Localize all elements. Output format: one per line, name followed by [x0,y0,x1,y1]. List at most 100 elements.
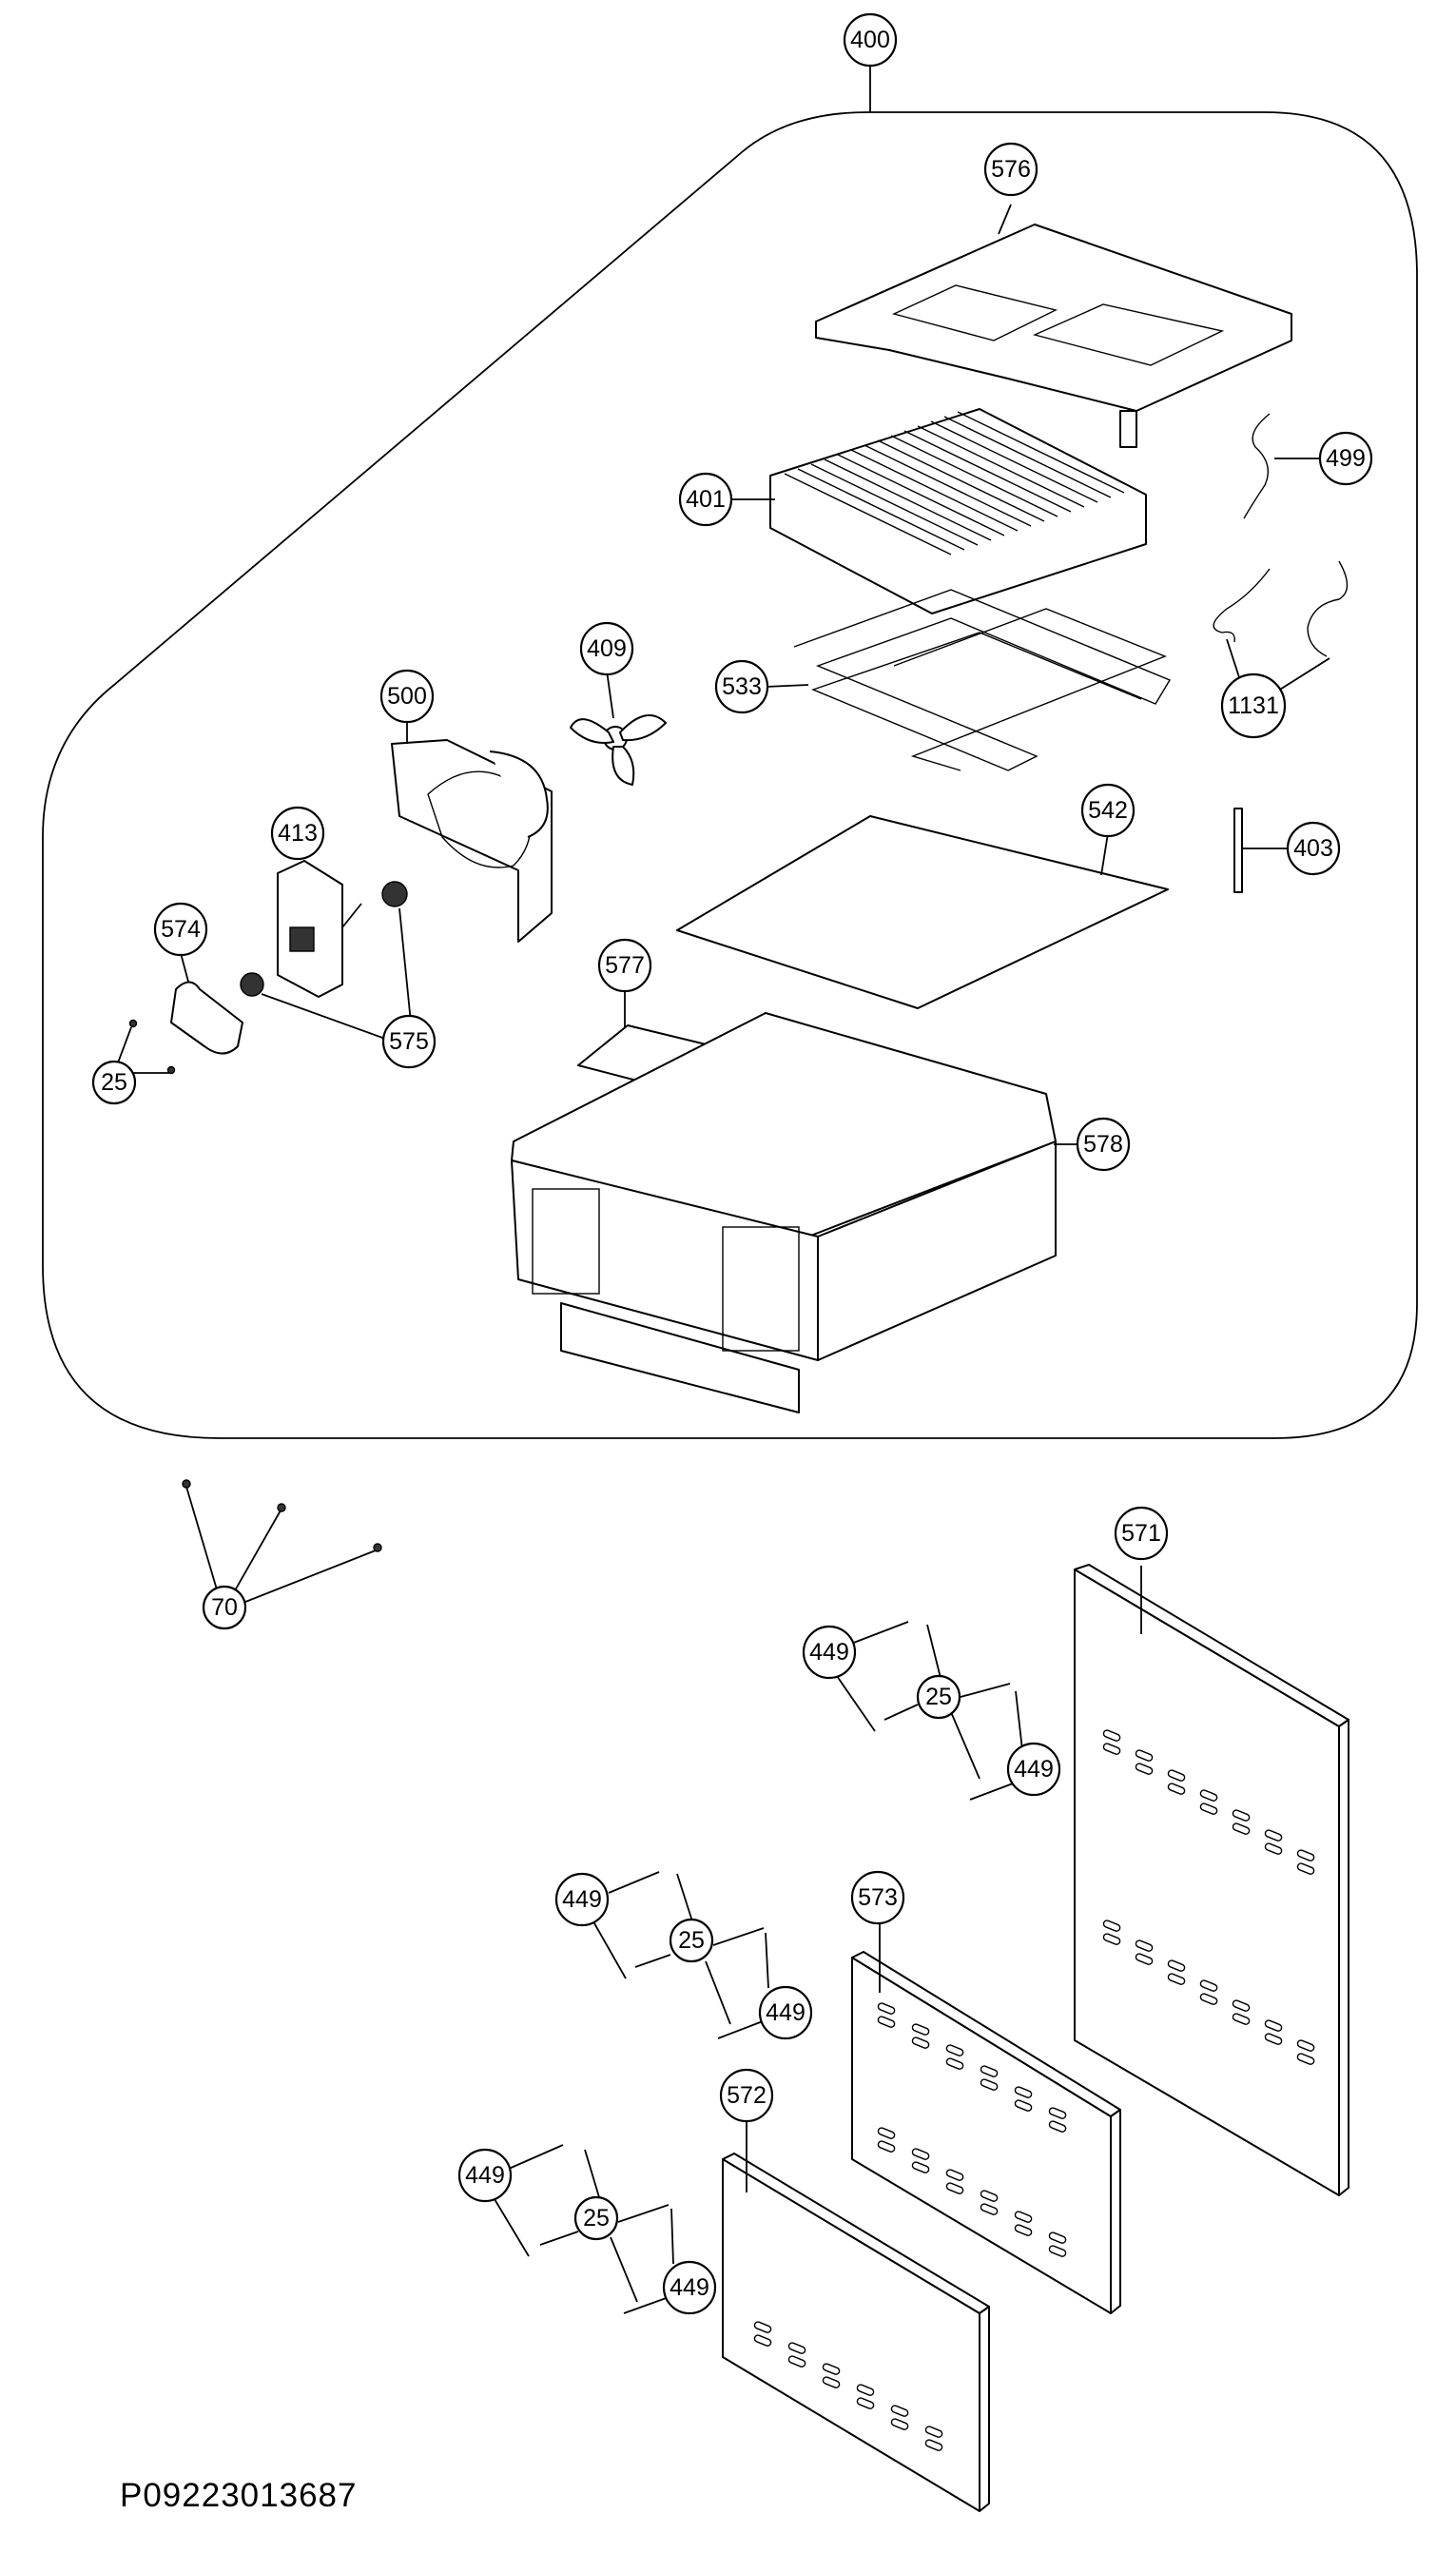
callout-449b: 449 [1006,1742,1061,1797]
svg-text:25: 25 [583,2205,610,2231]
panel-slot [877,2002,896,2015]
callout-449a: 449 [802,1625,857,1680]
svg-text:449: 449 [1014,1756,1054,1783]
svg-text:572: 572 [727,2082,767,2109]
panel-571 [1074,1564,1349,2196]
callout-70: 70 [202,1585,247,1630]
evaporator-tube [810,463,979,546]
evaporator-tube [837,454,1005,536]
panel-slot [1264,1829,1283,1842]
panel-slot [753,2334,772,2347]
panel-slot [1135,1749,1154,1762]
panel-slot [787,2342,806,2354]
svg-text:571: 571 [1121,1520,1161,1547]
panel-slot [1167,1783,1186,1795]
callout-25c: 25 [669,1918,714,1963]
panel-slot [1048,2245,1067,2257]
svg-text:449: 449 [766,1999,806,2026]
callout-449f: 449 [662,2260,717,2315]
svg-text:575: 575 [389,1028,429,1055]
panel-slot [1296,2053,1315,2065]
callout-401: 401 [678,472,733,527]
panel-slot [1102,1729,1121,1742]
panel-slot [1199,1803,1218,1815]
screw-set-1 [836,1621,1023,1801]
callout-573: 573 [850,1870,905,1925]
panel-slot [877,2127,896,2139]
panel-slot [877,2140,896,2153]
assembly-outline [42,111,1418,1439]
panel-slot [980,2190,999,2202]
panel-slot [1102,1933,1121,1945]
svg-text:542: 542 [1088,797,1128,824]
callout-542: 542 [1080,783,1136,838]
callout-400: 400 [843,12,898,68]
evaporator-tube [877,439,1045,522]
evaporator-tube [824,458,992,541]
wire-499 [1243,413,1320,519]
evaporator-tube [797,468,965,551]
panel-slot [945,2182,964,2194]
panel-slot [1232,2013,1251,2025]
svg-text:449: 449 [562,1886,602,1913]
panel-slot [1199,1979,1218,1992]
panel-slots [753,1729,1315,2451]
panel-slot [1264,2019,1283,2032]
panel-slot [822,2363,841,2375]
panel-572 [722,2121,990,2512]
svg-text:70: 70 [211,1594,238,1621]
fan-blade-409 [570,670,667,786]
screw-set-3 [494,2144,674,2314]
svg-text:533: 533 [722,673,762,700]
evaporator-tube [930,420,1098,503]
callout-413: 413 [270,806,325,861]
evaporator-tube [943,416,1112,498]
evaporator-tube [917,425,1085,508]
svg-text:409: 409 [587,635,627,662]
drawer-578 [511,1012,1079,1413]
svg-text:1131: 1131 [1228,692,1279,719]
svg-text:413: 413 [278,820,318,847]
svg-text:449: 449 [809,1639,849,1666]
panel-slot [890,2418,909,2430]
panel-slot [1102,1743,1121,1755]
evaporator-tube [957,411,1125,494]
motor-413 [277,837,362,998]
panel-slot [1167,1959,1186,1972]
callout-25d: 25 [573,2195,619,2241]
panel-slot [1102,1920,1121,1932]
svg-text:449: 449 [465,2162,505,2189]
panel-slot [924,2426,943,2438]
panel-slot [1264,2033,1283,2045]
panel-slot [877,2016,896,2028]
evaporator-401 [732,408,1147,614]
screw-set-2 [593,1871,769,2039]
panel-slot [911,2037,930,2049]
panel-slot [1048,2120,1067,2133]
callout-533: 533 [714,659,769,714]
callout-409: 409 [579,621,634,676]
callout-577: 577 [597,938,652,993]
svg-text:403: 403 [1293,835,1333,862]
panel-slot [1296,1849,1315,1861]
svg-text:25: 25 [678,1927,705,1954]
panel-slot [911,2023,930,2036]
panel-slot [945,2044,964,2056]
panel-slot [1167,1973,1186,1985]
panel-slot [1199,1993,1218,2005]
gears-575 [240,881,412,1040]
panel-slot [856,2384,875,2396]
svg-text:401: 401 [686,486,726,513]
panel-slot [787,2355,806,2368]
evaporator-tube [864,444,1032,527]
svg-text:573: 573 [858,1884,898,1911]
panel-slot [1135,1953,1154,1965]
callout-403: 403 [1286,821,1341,876]
callout-449c: 449 [554,1872,610,1927]
callout-576: 576 [983,142,1039,197]
callout-449e: 449 [457,2148,513,2203]
callout-1131: 1131 [1220,672,1287,739]
callout-499: 499 [1318,431,1373,486]
callout-575: 575 [381,1014,437,1069]
